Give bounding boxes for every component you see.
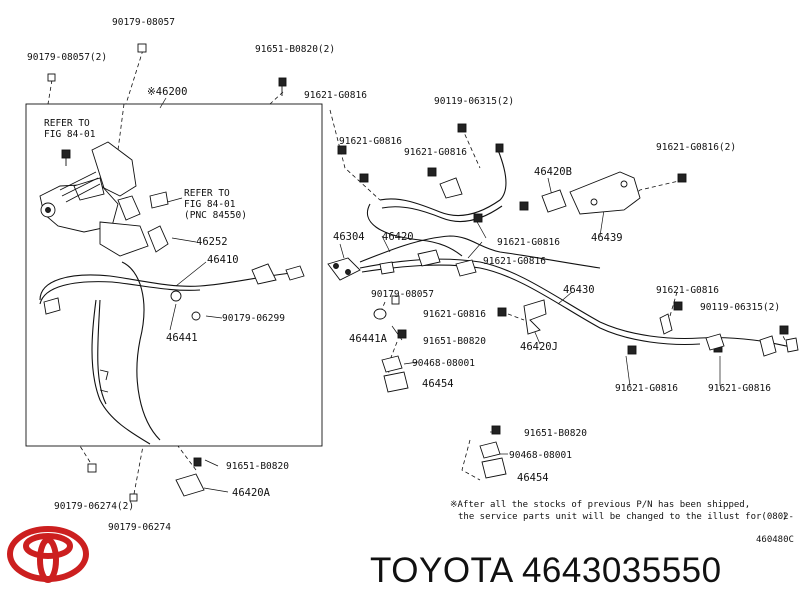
part-label: 46439 (591, 232, 623, 244)
part-label: 46430 (563, 284, 595, 296)
part-label: 90468-08001 (412, 358, 475, 369)
part-label: 46420J (520, 341, 558, 353)
part-label: 46420 (382, 231, 414, 243)
reference-note: (PNC 84550) (184, 210, 247, 221)
part-label: 91621-G0816 (615, 383, 678, 394)
parking-brake-lever-icon (39, 141, 169, 257)
part-label: 90179-06274 (108, 522, 171, 533)
bolt-icon (278, 77, 287, 96)
bracket-icon (381, 355, 409, 393)
part-label: 46420A (232, 487, 271, 499)
part-label: 91621-G0816 (708, 383, 771, 394)
equalizer-icon (327, 257, 361, 281)
part-label: 91621-G0816 (497, 237, 560, 248)
assembly-frame (25, 103, 323, 447)
part-label: 90119-06315(2) (700, 302, 780, 313)
bracket-icon (479, 441, 507, 479)
part-label: 90119-06315(2) (434, 96, 514, 107)
reference-note: REFER TO (44, 118, 90, 129)
clip-icon (47, 43, 147, 82)
part-label: 91621-G0816 (304, 90, 367, 101)
part-label: 46420B (534, 166, 572, 178)
part-label: 90179-08057 (112, 17, 175, 28)
service-note-line2: the service parts unit will be changed t… (458, 512, 794, 522)
part-label: 90179-06299 (222, 313, 285, 324)
service-note-line2-end: ) (782, 512, 787, 522)
part-label: 46441A (349, 333, 388, 345)
bolt-icon (61, 149, 71, 166)
toyota-logo-icon (7, 526, 89, 583)
brand-part-number: TOYOTA 4643035550 (370, 551, 722, 590)
part-label: 91621-G0816(2) (656, 142, 736, 153)
part-label: 90179-08057(2) (27, 52, 107, 63)
grommet-icon (373, 295, 400, 320)
service-note-line1: ※After all the stocks of previous P/N ha… (450, 500, 750, 510)
part-label: 91621-G0816 (483, 256, 546, 267)
part-label: 91651-B0820(2) (255, 44, 335, 55)
part-label: 90179-08057 (371, 289, 434, 300)
clamp-icon (170, 290, 201, 321)
part-label: 46454 (517, 472, 549, 484)
clip-icon (523, 299, 547, 335)
part-label: 91621-G0816 (423, 309, 486, 320)
part-label: 90468-08001 (509, 450, 572, 461)
part-label: 46441 (166, 332, 198, 344)
bracket-icon (541, 189, 567, 213)
reference-note: REFER TO (184, 188, 230, 199)
diagram-code: 460480C (756, 535, 794, 545)
part-label: 46252 (196, 236, 228, 248)
assembly-label: ※46200 (147, 86, 187, 98)
part-label: 90179-06274(2) (54, 501, 134, 512)
clip-icon (87, 463, 138, 502)
part-label: 46304 (333, 231, 365, 243)
part-label: 91651-B0820 (423, 336, 486, 347)
part-label: 46410 (207, 254, 239, 266)
part-label: 91621-G0816 (656, 285, 719, 296)
part-label: 46454 (422, 378, 454, 390)
bracket-icon (175, 457, 205, 497)
part-label: 91651-B0820 (226, 461, 289, 472)
bracket-icon (569, 171, 641, 215)
reference-note: FIG 84-01 (184, 199, 236, 210)
part-label: 91621-G0816 (404, 147, 467, 158)
part-label: 91621-G0816 (339, 136, 402, 147)
reference-note: FIG 84-01 (44, 129, 96, 140)
part-label: 91651-B0820 (524, 428, 587, 439)
